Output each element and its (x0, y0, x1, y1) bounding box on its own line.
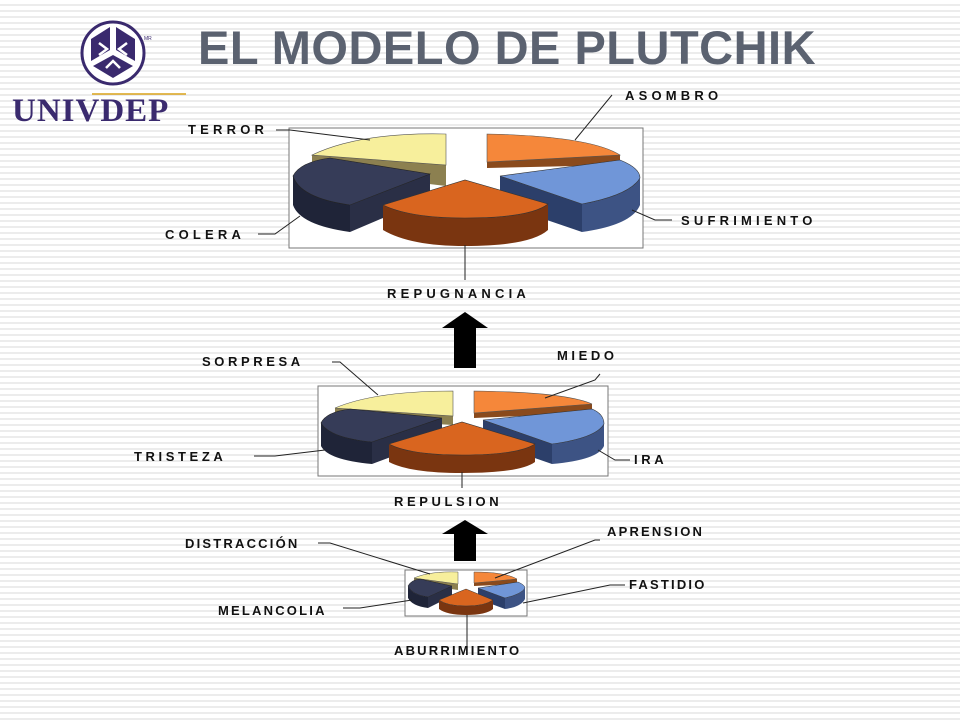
slice-miedo (473, 390, 593, 418)
leader-distraccion (318, 542, 431, 575)
label-fastidio: FASTIDIO (629, 577, 707, 592)
label-terror: TERROR (188, 122, 269, 137)
leader-asombro (574, 94, 613, 141)
label-aprension: APRENSION (607, 524, 705, 539)
label-tristeza: TRISTEZA (134, 449, 227, 464)
slice-fastidio (477, 581, 526, 609)
slide-title: EL MODELO DE PLUTCHIK (198, 21, 817, 74)
label-sufrimiento: SUFRIMIENTO (681, 213, 817, 228)
slice-melancolia (407, 578, 453, 608)
pie-mild (318, 539, 625, 646)
label-ira: IRA (634, 452, 668, 467)
univdep-logo: MR UNIVDEP (8, 18, 198, 129)
leader-ira (597, 449, 630, 461)
label-sorpresa: SORPRESA (202, 354, 304, 369)
leader-sufrimiento (631, 209, 672, 221)
leader-sorpresa (332, 361, 379, 396)
leader-terror (276, 129, 371, 141)
leader-tristeza (254, 449, 326, 457)
label-melancolia: MELANCOLIA (218, 603, 327, 618)
leader-fastidio (522, 584, 625, 604)
slice-asombro (486, 133, 621, 168)
slice-aburrimiento (438, 588, 494, 615)
pie-basic (254, 361, 630, 488)
label-asombro: ASOMBRO (625, 88, 723, 103)
label-repulsion: REPULSION (394, 494, 503, 509)
label-repugnancia: REPUGNANCIA (387, 286, 530, 301)
slice-repugnancia (382, 179, 549, 246)
logo-text: UNIVDEP (12, 93, 169, 128)
slice-repulsion (388, 421, 536, 473)
up-arrow-icon (442, 312, 488, 368)
label-distraccion: DISTRACCIÓN (185, 536, 300, 551)
label-colera: COLERA (165, 227, 246, 242)
univdep-emblem-icon (80, 20, 146, 86)
label-miedo: MIEDO (557, 348, 618, 363)
logo-mark: MR (144, 36, 152, 42)
leader-aprension (494, 539, 600, 579)
label-aburrimiento: ABURRIMIENTO (394, 643, 522, 658)
up-arrow-icon (442, 520, 488, 561)
leader-melancolia (343, 599, 413, 609)
leader-miedo (544, 373, 601, 399)
pie-intense (258, 94, 672, 280)
leader-colera (258, 215, 301, 235)
